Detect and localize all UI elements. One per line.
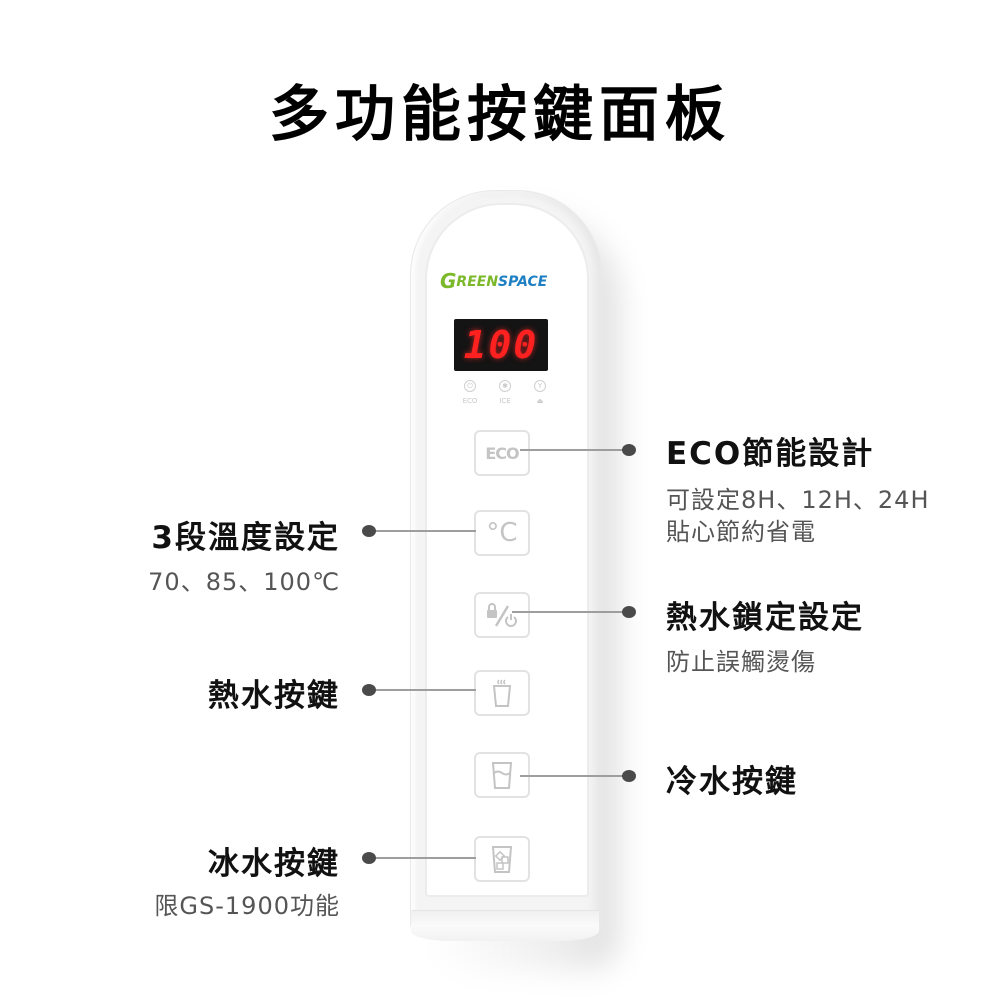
ice-dot — [362, 852, 376, 864]
cold-dot — [622, 770, 636, 782]
hot-connector-line — [372, 689, 476, 691]
page-title: 多功能按鍵面板 — [269, 80, 731, 150]
indicator-label: ICE — [499, 397, 511, 405]
hot-heading: 熱水按鍵 — [208, 678, 340, 714]
indicator-ice: ✱ ICE — [490, 380, 520, 405]
hot-water-button[interactable] — [474, 670, 530, 716]
cold-heading: 冷水按鍵 — [666, 764, 798, 800]
temperature-display: 100 — [454, 319, 548, 371]
logo-green-text: REEN — [456, 274, 499, 290]
ice-connector-line — [372, 857, 476, 859]
lock-desc: 防止誤觸燙傷 — [666, 648, 816, 676]
device-base — [411, 910, 599, 941]
fill-icon: Y — [534, 380, 546, 392]
eco-heading: ECO節能設計 — [666, 436, 875, 472]
eco-desc-2: 貼心節約省電 — [666, 518, 816, 546]
temp-dot — [362, 525, 376, 537]
indicator-row: ⏻ ECO ✱ ICE Y ⏏ — [455, 380, 555, 405]
hot-water-lock-button[interactable] — [474, 592, 530, 638]
temp-desc: 70、85、100℃ — [148, 568, 340, 596]
celsius-icon: °C — [486, 518, 518, 548]
indicator-label: ECO — [462, 397, 478, 405]
ice-desc: 限GS-1900功能 — [154, 892, 340, 920]
lock-heading: 熱水鎖定設定 — [666, 600, 864, 636]
hot-cup-icon — [492, 679, 512, 707]
water-cup-icon — [491, 762, 513, 789]
lock-connector-line — [512, 611, 628, 613]
eco-desc-1: 可設定8H、12H、24H — [666, 486, 930, 514]
temperature-button[interactable]: °C — [474, 510, 530, 556]
indicator-eco: ⏻ ECO — [455, 380, 485, 405]
control-panel-device — [410, 190, 602, 941]
ice-cup-icon — [491, 846, 513, 873]
temp-heading: 3段溫度設定 — [151, 520, 340, 556]
temp-connector-line — [372, 530, 476, 532]
ice-heading: 冰水按鍵 — [208, 846, 340, 882]
cold-connector-line — [520, 775, 628, 777]
eco-text-icon: ECO — [485, 443, 519, 463]
eco-button[interactable]: ECO — [474, 430, 530, 476]
tray-icon: ⏏ — [536, 397, 544, 405]
eco-dot — [622, 444, 636, 456]
logo-drop-g: G — [440, 269, 457, 293]
indicator-fill: Y ⏏ — [525, 380, 555, 405]
lock-power-icon — [487, 603, 517, 627]
snowflake-icon: ✱ — [499, 380, 511, 392]
ice-water-button[interactable] — [474, 836, 530, 882]
lock-dot — [622, 606, 636, 618]
power-icon: ⏻ — [464, 380, 476, 392]
hot-dot — [362, 684, 376, 696]
eco-connector-line — [520, 449, 628, 451]
logo-space-text: SPACE — [498, 274, 548, 290]
